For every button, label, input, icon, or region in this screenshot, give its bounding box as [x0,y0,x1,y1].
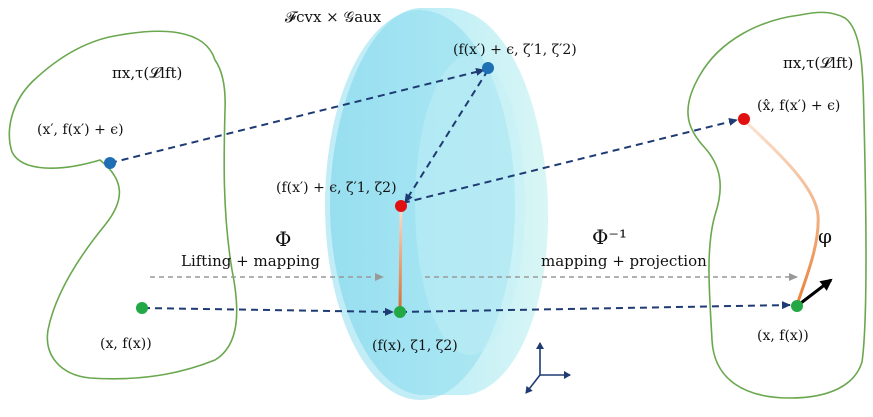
varphi-curve [742,118,820,306]
central-solid-inner-shade [415,55,525,355]
right-region-outline [687,11,867,399]
arrow-center-mid-to-right-top [402,118,738,204]
label-left-bottom: (x, f(x)) [100,336,152,352]
label-left-top: (x′, f(x′) + ϵ) [37,122,124,138]
top-label: 𝓕cvx × 𝒢aux [285,8,382,26]
arrow-center-top-to-center-mid [404,69,489,203]
left-region-label: πx,τ(𝓛lft) [112,64,182,82]
left-region-outline [8,30,238,380]
phi-symbol: Φ [275,227,291,251]
phi-inv-caption: mapping + projection [541,252,707,270]
point-center-top [482,62,494,74]
label-right-bottom: (x, f(x)) [757,328,809,344]
right-region-label: πx,τ(𝓛lft) [783,54,853,72]
phi-caption: Lifting + mapping [181,252,320,270]
point-center-mid [395,200,407,212]
label-center-bottom: (f(x), ζ1, ζ2) [372,338,458,354]
point-center-bottom [394,306,406,318]
tangent-arrow [796,278,833,308]
central-solid-front-face [325,10,515,400]
label-right-top: (x̂, f(x′) + ϵ) [757,98,840,114]
arrow-left-top-to-center-top [109,68,485,164]
label-center-mid: (f(x′) + ϵ, ζ′1, ζ2) [276,180,397,196]
point-left-top [104,157,116,169]
varphi-symbol: φ [818,224,832,248]
label-center-top: (f(x′) + ϵ, ζ′1, ζ′2) [453,42,577,58]
point-right-top [738,113,750,125]
point-left-bottom [136,302,148,314]
lift-segment [398,207,403,313]
point-right-bottom [791,300,803,312]
arrow-left-bottom-to-center-bottom [142,307,394,316]
axes-icon [525,342,571,394]
phi-inv-symbol: Φ⁻¹ [592,225,627,249]
arrow-center-bottom-to-right-bottom [399,301,791,313]
